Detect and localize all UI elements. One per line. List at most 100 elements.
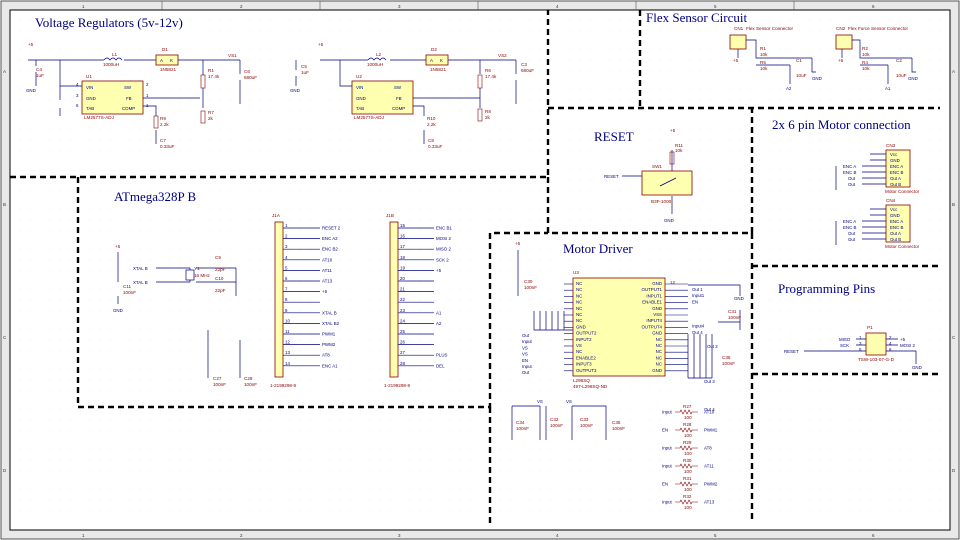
grid-dot bbox=[649, 499, 651, 501]
cn4-pin-3: ENC A bbox=[890, 219, 903, 224]
grid-dot bbox=[489, 239, 491, 241]
grid-dot bbox=[769, 299, 771, 301]
grid-dot bbox=[399, 499, 401, 501]
grid-dot bbox=[549, 119, 551, 121]
grid-dot bbox=[39, 109, 41, 111]
grid-dot bbox=[709, 209, 711, 211]
grid-dot bbox=[919, 89, 921, 91]
grid-dot bbox=[479, 329, 481, 331]
grid-dot bbox=[859, 239, 861, 241]
grid-dot bbox=[119, 219, 121, 221]
grid-dot bbox=[779, 319, 781, 321]
grid-dot bbox=[49, 129, 51, 131]
grid-dot bbox=[99, 429, 101, 431]
grid-dot bbox=[259, 259, 261, 261]
grid-dot bbox=[549, 79, 551, 81]
grid-dot bbox=[909, 369, 911, 371]
grid-dot bbox=[629, 229, 631, 231]
grid-dot bbox=[359, 319, 361, 321]
grid-dot bbox=[649, 109, 651, 111]
grid-dot bbox=[669, 309, 671, 311]
grid-dot bbox=[339, 499, 341, 501]
grid-dot bbox=[259, 309, 261, 311]
grid-dot bbox=[49, 259, 51, 261]
grid-dot bbox=[799, 489, 801, 491]
grid-dot bbox=[469, 489, 471, 491]
grid-dot bbox=[79, 119, 81, 121]
grid-dot bbox=[629, 469, 631, 471]
grid-dot bbox=[779, 309, 781, 311]
grid-dot bbox=[839, 19, 841, 21]
grid-dot bbox=[809, 429, 811, 431]
grid-dot bbox=[89, 489, 91, 491]
grid-dot bbox=[619, 199, 621, 201]
grid-dot bbox=[369, 279, 371, 281]
grid-dot bbox=[419, 419, 421, 421]
grid-dot bbox=[169, 509, 171, 511]
grid-dot bbox=[879, 469, 881, 471]
grid-dot bbox=[759, 479, 761, 481]
grid-dot bbox=[419, 429, 421, 431]
c3-ref: C3 bbox=[521, 62, 527, 67]
grid-dot bbox=[369, 79, 371, 81]
grid-dot bbox=[529, 49, 531, 51]
grid-dot bbox=[819, 479, 821, 481]
grid-dot bbox=[549, 189, 551, 191]
grid-dot bbox=[199, 159, 201, 161]
grid-dot bbox=[659, 209, 661, 211]
grid-dot bbox=[189, 429, 191, 431]
grid-dot bbox=[159, 209, 161, 211]
grid-dot bbox=[779, 369, 781, 371]
grid-dot bbox=[719, 129, 721, 131]
grid-dot bbox=[79, 429, 81, 431]
grid-dot bbox=[59, 419, 61, 421]
grid-dot bbox=[899, 379, 901, 381]
grid-dot bbox=[669, 199, 671, 201]
grid-dot bbox=[239, 229, 241, 231]
grid-dot bbox=[529, 289, 531, 291]
grid-dot bbox=[349, 489, 351, 491]
grid-dot bbox=[469, 429, 471, 431]
grid-dot bbox=[579, 409, 581, 411]
grid-dot bbox=[709, 299, 711, 301]
grid-dot bbox=[579, 109, 581, 111]
grid-dot bbox=[629, 149, 631, 151]
grid-dot bbox=[209, 519, 211, 521]
grid-dot bbox=[39, 469, 41, 471]
grid-dot bbox=[709, 249, 711, 251]
grid-dot bbox=[129, 259, 131, 261]
grid-dot bbox=[699, 139, 701, 141]
grid-dot bbox=[799, 229, 801, 231]
ruler-row-left: B bbox=[3, 202, 6, 207]
grid-dot bbox=[619, 69, 621, 71]
grid-dot bbox=[369, 429, 371, 431]
grid-dot bbox=[89, 429, 91, 431]
grid-dot bbox=[909, 489, 911, 491]
grid-dot bbox=[889, 329, 891, 331]
grid-dot bbox=[539, 469, 541, 471]
grid-dot bbox=[899, 89, 901, 91]
grid-dot bbox=[109, 149, 111, 151]
grid-dot bbox=[539, 389, 541, 391]
grid-dot bbox=[899, 359, 901, 361]
grid-dot bbox=[119, 59, 121, 61]
c7-val: 0.33uF bbox=[160, 144, 174, 149]
grid-dot bbox=[419, 389, 421, 391]
grid-dot bbox=[469, 209, 471, 211]
grid-dot bbox=[479, 399, 481, 401]
grid-dot bbox=[359, 289, 361, 291]
grid-dot bbox=[749, 519, 751, 521]
grid-dot bbox=[779, 479, 781, 481]
grid-dot bbox=[429, 299, 431, 301]
grid-dot bbox=[599, 69, 601, 71]
header-pin-net: +5 bbox=[322, 289, 328, 294]
grid-dot bbox=[409, 199, 411, 201]
grid-dot bbox=[549, 69, 551, 71]
grid-dot bbox=[19, 149, 21, 151]
grid-dot bbox=[99, 339, 101, 341]
grid-dot bbox=[559, 349, 561, 351]
grid-dot bbox=[909, 459, 911, 461]
grid-dot bbox=[639, 269, 641, 271]
grid-dot bbox=[889, 489, 891, 491]
grid-dot bbox=[69, 79, 71, 81]
